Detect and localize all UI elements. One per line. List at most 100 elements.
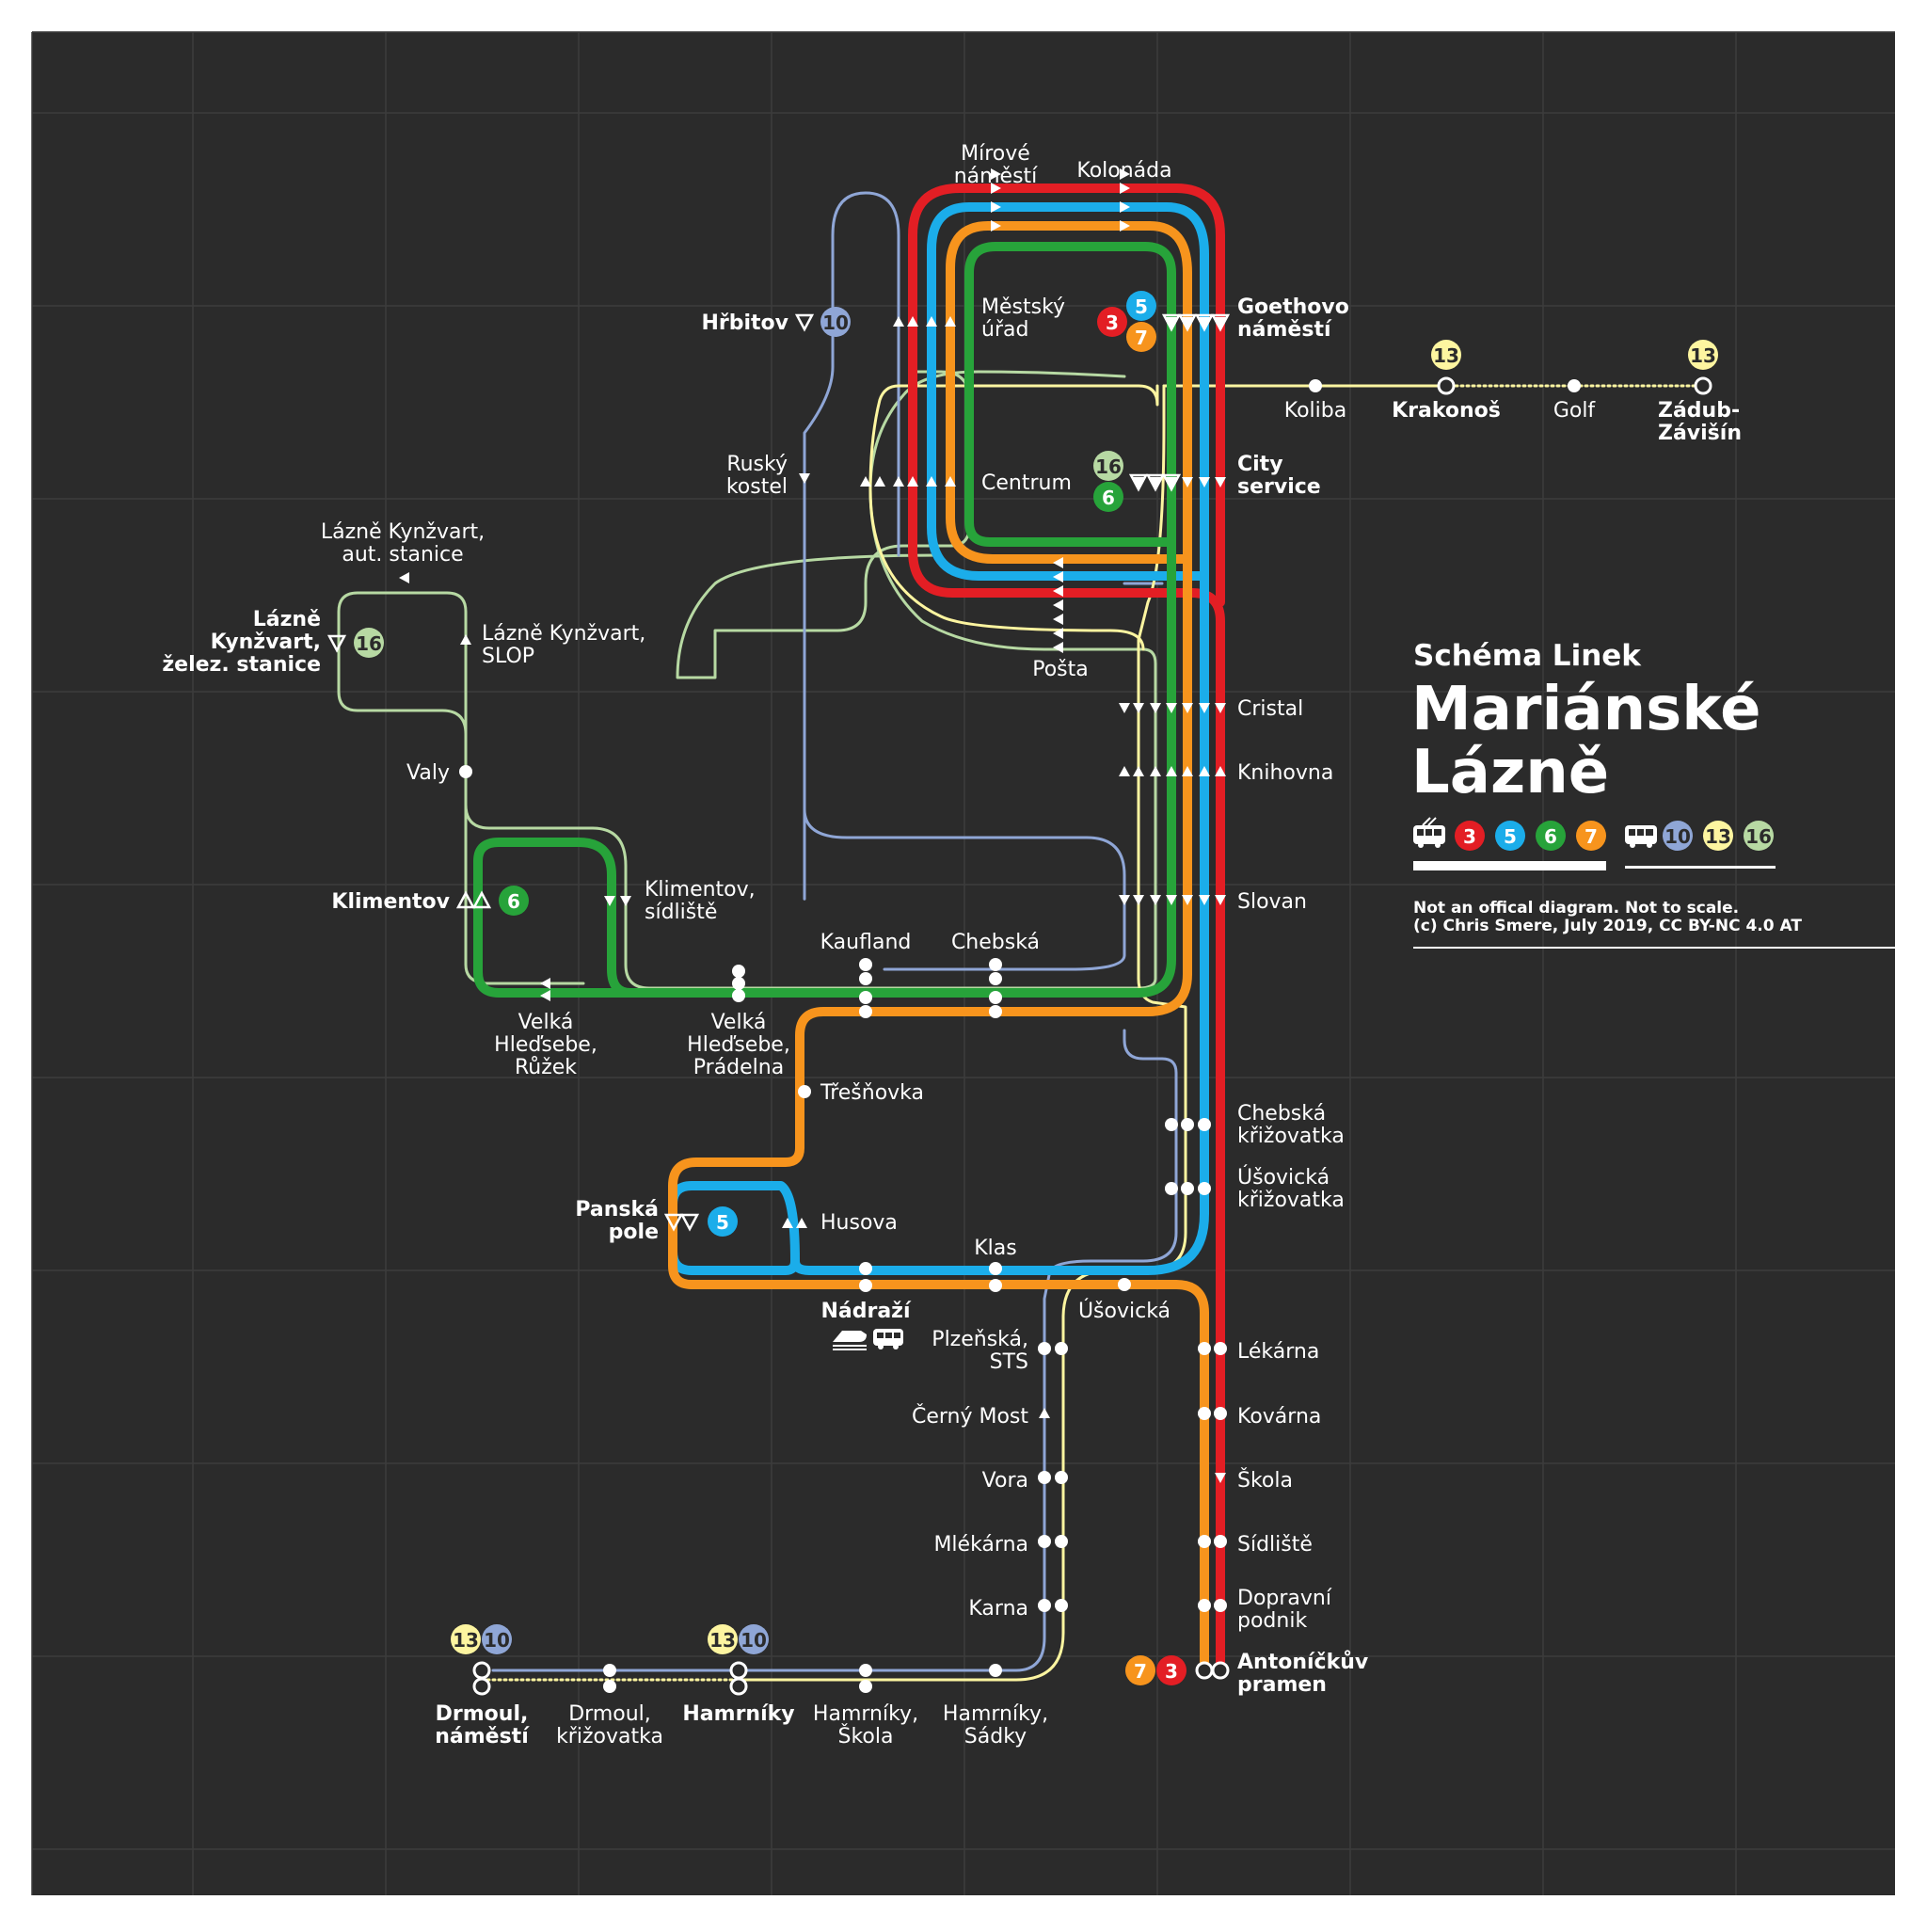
station-label-plzenska: Plzeňská,STS: [932, 1328, 1028, 1374]
stop-marker: [989, 1664, 1002, 1677]
legend-trolleybus-bar: [1413, 861, 1606, 870]
direction-marker: [1182, 895, 1193, 905]
terminus-marker: [679, 1213, 700, 1232]
line-16-badge-number: 16: [1745, 825, 1772, 848]
legend-bus-bar: [1625, 866, 1776, 869]
stop-marker: [989, 1262, 1002, 1275]
direction-marker: [1120, 168, 1130, 180]
bus-icon: [1625, 825, 1657, 848]
stop-marker: [1568, 379, 1581, 392]
stop-marker: [989, 1279, 1002, 1292]
title-line1: Mariánské: [1411, 675, 1760, 744]
stop-marker: [1198, 1182, 1211, 1195]
direction-marker: [1053, 599, 1063, 611]
station-label-klimentov: Klimentov: [331, 890, 450, 914]
direction-marker: [907, 316, 918, 327]
terminus-marker: [1145, 473, 1166, 492]
stop-marker: [1198, 1407, 1211, 1420]
direction-marker: [1182, 317, 1193, 327]
direction-marker: [926, 316, 937, 327]
station-label-knihovna: Knihovna: [1237, 761, 1333, 785]
direction-marker: [1166, 703, 1177, 713]
terminus-marker: [1194, 313, 1215, 332]
direction-marker: [1133, 477, 1144, 487]
terminus-marker: [1161, 313, 1182, 332]
direction-marker: [1053, 557, 1063, 568]
line-16-badge: [1744, 821, 1774, 851]
stop-marker: [732, 989, 745, 1002]
station-label-lk-aut: Lázně Kynžvart,aut. stanice: [321, 520, 485, 567]
station-label-mlekarna: Mlékárna: [933, 1533, 1028, 1557]
direction-marker: [1215, 317, 1226, 327]
stop-marker: [472, 1661, 491, 1680]
direction-marker: [620, 896, 631, 906]
station-label-valy: Valy: [406, 761, 450, 785]
line-5-badge: [1495, 821, 1525, 851]
line-10-badge: [482, 1624, 512, 1654]
station-label-lk-slop: Lázně Kynžvart,SLOP: [482, 622, 645, 668]
line-6-badge: [1093, 482, 1123, 512]
stop-marker: [1309, 379, 1322, 392]
direction-marker: [399, 572, 409, 583]
station-label-tresnovka: Třešňovka: [820, 1081, 924, 1105]
stop-marker: [989, 972, 1002, 985]
line-3-badge-number: 3: [1463, 825, 1476, 848]
line-13-badge: [1688, 340, 1718, 370]
stop-marker: [989, 958, 1002, 971]
station-label-hamrniky-sadky: Hamrníky,Sádky: [943, 1702, 1048, 1748]
line-10-south: [492, 1029, 1178, 1672]
station-label-golf: Golf: [1553, 399, 1597, 423]
station-label-zadub: Zádub-Závišín: [1658, 399, 1742, 445]
direction-marker: [1150, 703, 1161, 713]
direction-marker: [991, 183, 1001, 194]
direction-marker: [796, 1218, 807, 1228]
station-label-husova: Husova: [820, 1211, 898, 1235]
line-5-badge-number: 5: [716, 1211, 729, 1234]
stop-marker: [1055, 1599, 1068, 1612]
station-label-kolonada: Kolonáda: [1076, 159, 1171, 183]
line-7-badge-number: 7: [1135, 327, 1148, 349]
direction-marker: [1215, 477, 1226, 487]
direction-marker: [991, 220, 1001, 232]
station-label-slovan: Slovan: [1237, 890, 1307, 914]
line-7-badge-number: 7: [1585, 825, 1598, 848]
direction-marker: [1119, 895, 1130, 905]
line-13-badge-number: 13: [1690, 344, 1716, 367]
line-13-badge-number: 13: [1433, 344, 1459, 367]
station-label-klas: Klas: [974, 1237, 1016, 1260]
direction-marker: [1053, 628, 1063, 639]
station-label-posta: Pošta: [1032, 658, 1089, 681]
stop-marker: [729, 1661, 748, 1680]
line-13-badge-number: 13: [453, 1629, 479, 1652]
line-16-badge-number: 16: [356, 632, 382, 655]
direction-marker: [945, 476, 956, 487]
stop-marker: [1165, 1118, 1178, 1131]
stop-marker: [1038, 1471, 1051, 1484]
station-label-hamrniky-skola: Hamrníky,Škola: [813, 1702, 918, 1748]
station-label-vora: Vora: [982, 1469, 1028, 1493]
stop-marker: [1055, 1471, 1068, 1484]
direction-marker: [540, 990, 550, 1001]
direction-marker: [1133, 895, 1144, 905]
direction-marker: [926, 476, 937, 487]
station-label-sidliste: Sídliště: [1237, 1533, 1313, 1557]
station-label-skola: Škola: [1237, 1468, 1293, 1493]
terminus-marker: [326, 634, 347, 653]
stop-marker: [1211, 1661, 1230, 1680]
direction-marker: [1120, 183, 1130, 194]
direction-marker: [460, 634, 471, 645]
line-10-badge: [820, 307, 851, 337]
stop-marker: [989, 991, 1002, 1004]
direction-marker: [1166, 477, 1177, 487]
bus-icon: [873, 1329, 903, 1349]
terminus-marker: [1210, 313, 1231, 332]
direction-marker: [1053, 614, 1063, 625]
line-10-badge-number: 10: [822, 311, 849, 334]
note-copyright: (c) Chris Smere, July 2019, CC BY-NC 4.0…: [1413, 917, 1802, 935]
stop-marker: [472, 1677, 491, 1696]
